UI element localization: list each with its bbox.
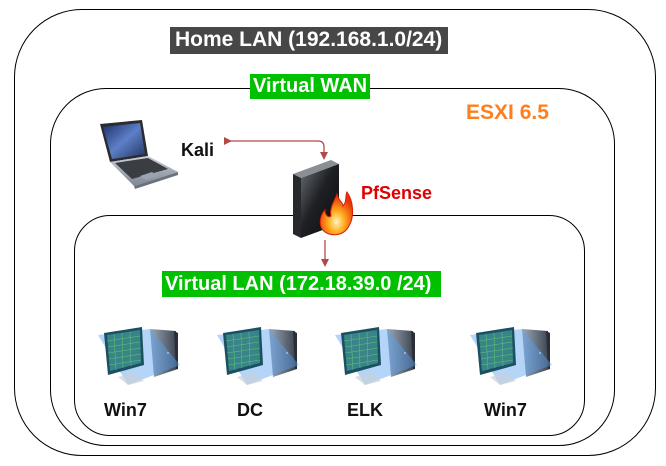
host-label: Win7 <box>104 400 147 420</box>
pfsense-label: PfSense <box>361 183 433 203</box>
virtual-lan-label: Virtual LAN (172.18.39.0 /24) <box>162 271 442 297</box>
host-label: Win7 <box>484 400 527 420</box>
desktop-computer-icon <box>335 327 417 385</box>
kali-pfsense-link <box>224 137 328 160</box>
desktop-computer-icon <box>217 327 299 385</box>
host-label: DC <box>237 400 263 420</box>
kali-label: Kali <box>181 140 215 160</box>
esxi-label: ESXI 6.5 <box>466 101 549 124</box>
virtual-wan-label: Virtual WAN <box>250 74 371 99</box>
desktop-computer-icon <box>98 327 180 385</box>
desktop-computer-icon <box>470 327 552 385</box>
home-lan-zone <box>14 9 656 456</box>
laptop-icon <box>100 120 178 189</box>
firewall-icon <box>293 160 354 238</box>
home-lan-label: Home LAN (192.168.1.0/24) <box>170 27 449 54</box>
host-label: ELK <box>347 400 383 420</box>
